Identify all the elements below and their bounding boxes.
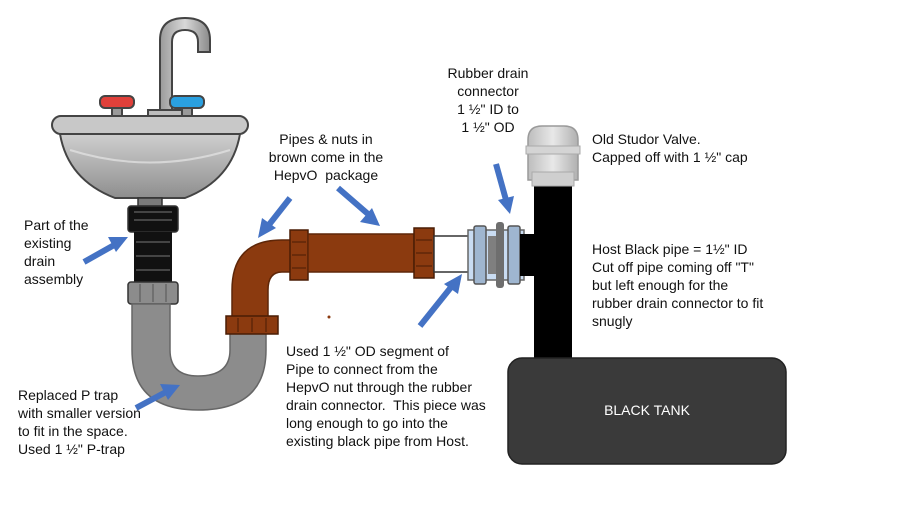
arrow-p-trap [134,384,180,411]
arrow-existing-drain [82,237,128,265]
label-rubber-connector: Rubber drain connector 1 ½" ID to 1 ½" O… [447,65,529,135]
hepvo-pipes [225,227,435,335]
brown-straight-pipe [307,233,415,273]
label-studor-valve: Old Studor Valve. Capped off with 1 ½" c… [592,131,748,165]
arrow-od-segment [417,274,462,328]
faucet [159,16,211,119]
label-host-pipe: Host Black pipe = 1½" ID Cut off pipe co… [592,241,764,329]
p-trap [131,303,267,411]
arrow-hepvo-pipe [336,185,380,226]
label-p-trap: Replaced P trap with smaller version to … [18,387,141,457]
cold-handle-icon [169,95,205,121]
brown-elbow [231,239,299,319]
host-black-pipe [520,180,572,360]
rubber-drain-connector [467,222,525,288]
arrow-rubber-connector [493,163,514,214]
sink-basin [58,133,242,199]
label-existing-drain: Part of the existing drain assembly [24,217,89,287]
existing-drain-assembly [127,205,179,305]
label-od-segment: Used 1 ½" OD segment of Pipe to connect … [286,343,486,449]
black-tank [507,357,787,465]
arrows [82,163,514,411]
black-tank-label: BLACK TANK [604,402,690,418]
label-hepvo-pipes: Pipes & nuts in brown come in the HepvO … [268,131,384,183]
arrow-hepvo-elbow [258,196,293,238]
studor-valve [525,125,581,187]
sink-rim [51,115,249,135]
sink [51,16,249,207]
